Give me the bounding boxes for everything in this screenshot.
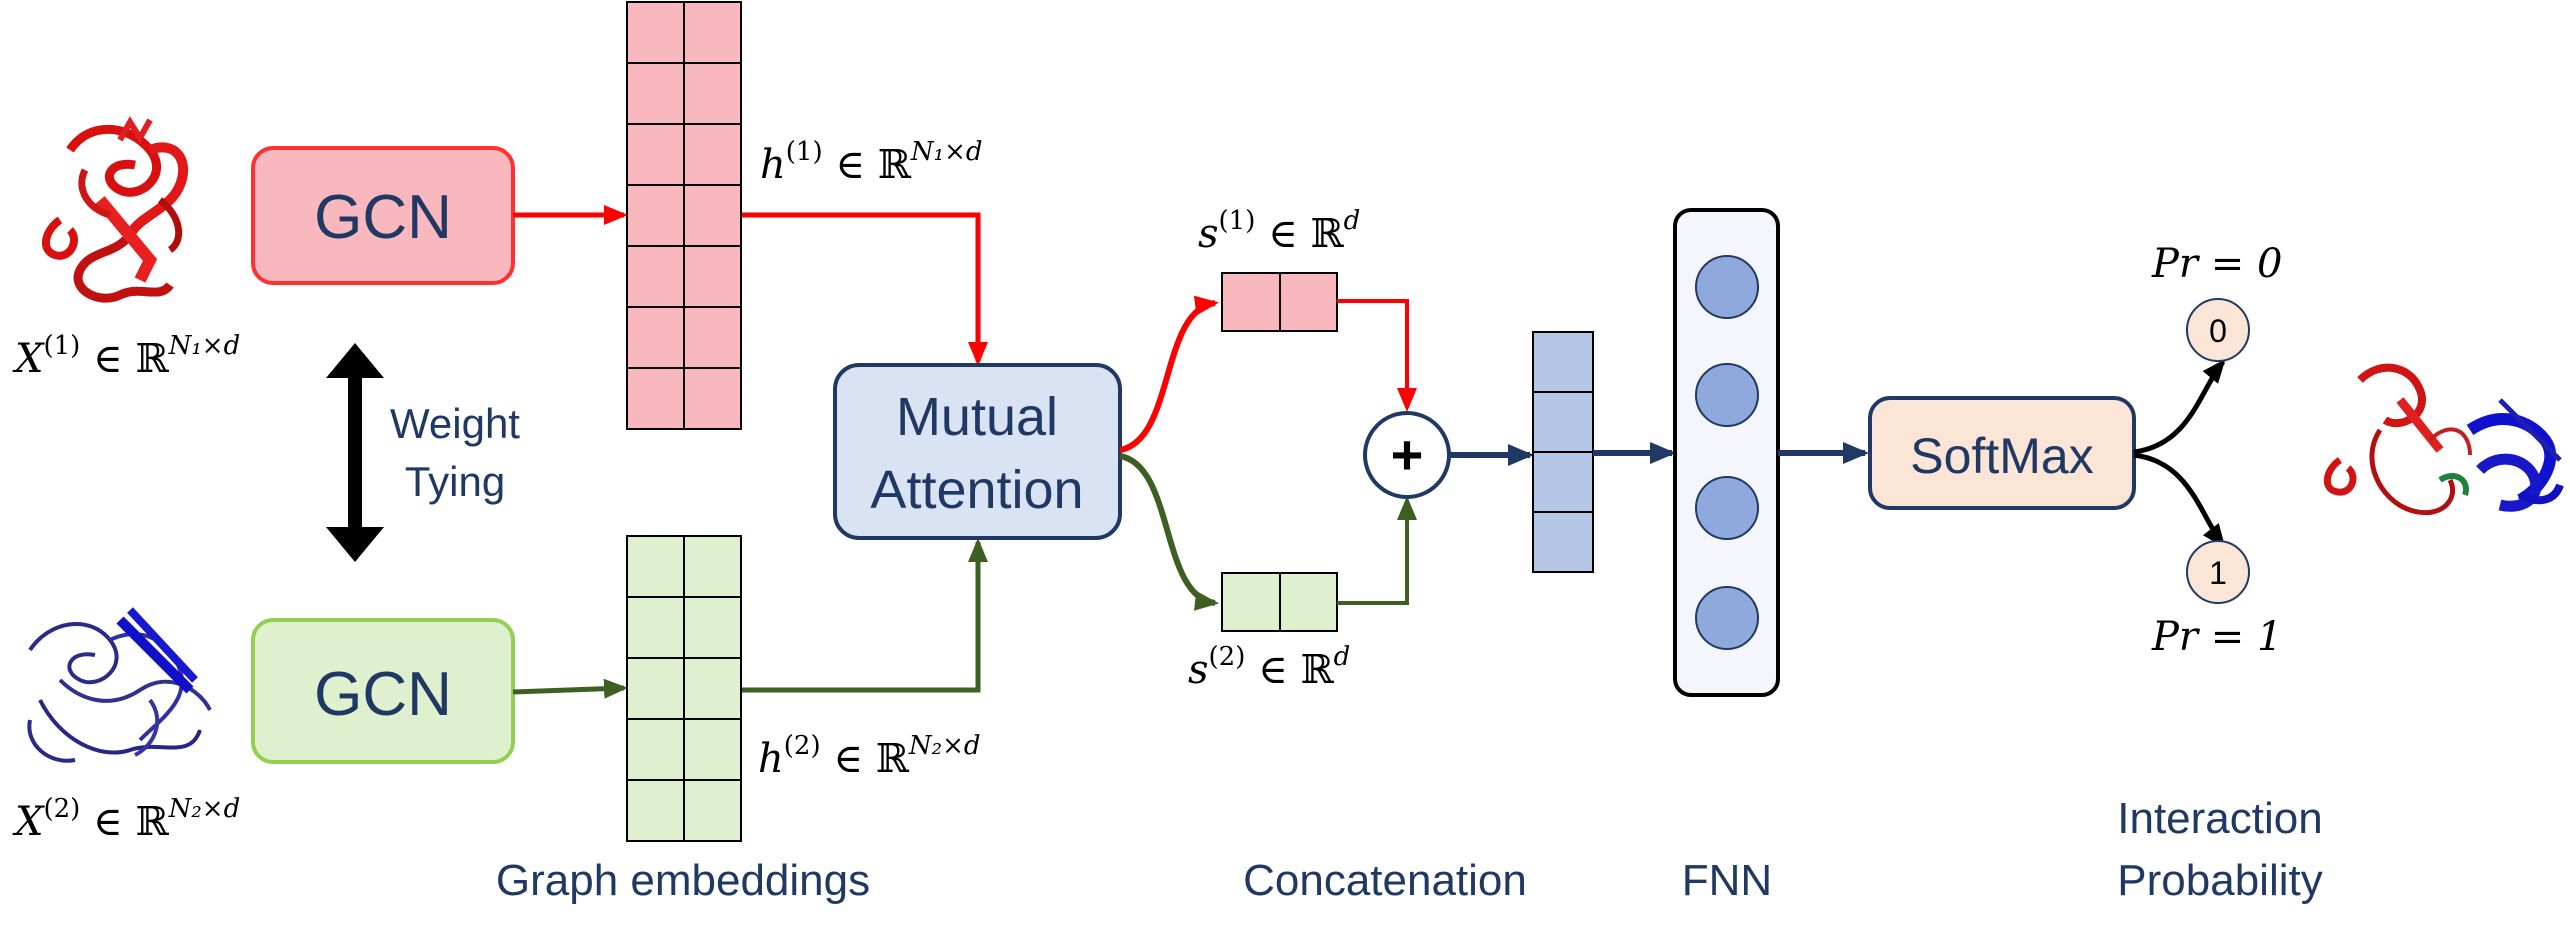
fnn-node [1695,363,1759,427]
protein-structure-1-image [42,116,189,303]
h2-formula: h(2) ∈ ℝN₂×d [758,731,981,782]
matrix-cell [683,306,742,369]
arrow-matrix-bottom-to-attention [742,538,988,693]
matrix-cell [626,657,685,720]
softmax-label: SoftMax [1910,428,2093,484]
vector-cell [1532,391,1594,453]
mutual-attention-box: Mutual Attention [833,363,1122,540]
caption-graph-embeddings: Graph embeddings [496,856,870,905]
fnn-node [1695,586,1759,650]
mutual-attention-label-line2: Attention [870,460,1083,520]
matrix-cell [683,779,742,842]
arrow-attention-to-s2 [1119,453,1219,611]
matrix-cell [683,596,742,659]
matrix-cell [683,184,742,247]
arrow-gcn-bottom-to-matrix [512,678,628,699]
softmax-box: SoftMax [1868,396,2136,510]
s1-vector [1221,272,1338,332]
matrix-cell [683,718,742,781]
x1-formula: X(1) ∈ ℝN₁×d [12,331,240,382]
arrow-matrix-top-to-attention [742,212,988,366]
matrix-cell [683,123,742,186]
matrix-cell [683,62,742,125]
matrix-cell [626,184,685,247]
matrix-cell [626,1,685,64]
gcn-box-bottom: GCN [251,618,515,764]
arrow-s2-to-plus [1337,496,1417,605]
matrix-cell [683,1,742,64]
caption-interaction-line1: Interaction [2117,794,2322,843]
plus-symbol: + [1391,423,1424,486]
matrix-cell [626,123,685,186]
arrow-softmax-to-0 [2133,358,2226,455]
vector-cell [1532,511,1594,573]
matrix-cell [626,718,685,781]
x2-formula: X(2) ∈ ℝN₂×d [12,794,240,845]
protein-complex-image [2323,363,2564,516]
matrix-cell [626,535,685,598]
caption-concatenation: Concatenation [1243,856,1527,905]
caption-fnn: FNN [1682,856,1772,905]
embedding-matrix-top [626,1,742,430]
output-1-label: 1 [2209,555,2227,591]
arrow-softmax-to-1 [2133,452,2226,549]
arrow-s1-to-plus [1337,299,1417,412]
matrix-cell [683,535,742,598]
pr1-label: Pr = 1 [2151,614,2282,660]
matrix-cell [626,596,685,659]
gcn-bottom-label: GCN [314,660,452,729]
output-0-label: 0 [2209,313,2227,349]
output-node-0: 0 [2186,298,2250,362]
matrix-cell [683,657,742,720]
weight-tying-label-line2: Tying [405,458,505,505]
matrix-cell [626,245,685,308]
s2-vector [1221,572,1338,632]
vector-cell [1532,451,1594,513]
output-node-1: 1 [2186,540,2250,604]
caption-interaction-line2: Probability [2117,856,2322,905]
matrix-cell [683,245,742,308]
matrix-cell [626,779,685,842]
matrix-cell [626,367,685,430]
vector-cell [1532,331,1594,393]
matrix-cell [626,62,685,125]
concatenated-vector [1532,331,1594,573]
fnn-node [1695,255,1759,319]
arrow-attention-to-s1 [1119,295,1219,453]
matrix-cell [683,367,742,430]
weight-tying-label-line1: Weight [390,400,520,447]
mutual-attention-label-line1: Mutual [896,387,1058,447]
s2-formula: s(2) ∈ ℝd [1188,642,1350,693]
gcn-top-label: GCN [314,183,452,252]
matrix-cell [626,306,685,369]
embedding-matrix-bottom [626,535,742,842]
concatenation-plus-node: + [1363,411,1451,499]
protein-structure-2-image [27,607,212,763]
h1-formula: h(1) ∈ ℝN₁×d [760,137,983,188]
fnn-block [1673,208,1780,697]
s1-formula: s(1) ∈ ℝd [1198,206,1360,257]
gcn-box-top: GCN [251,146,515,285]
weight-tying-arrow [326,343,384,562]
pr0-label: Pr = 0 [2151,241,2282,287]
fnn-node [1695,476,1759,540]
